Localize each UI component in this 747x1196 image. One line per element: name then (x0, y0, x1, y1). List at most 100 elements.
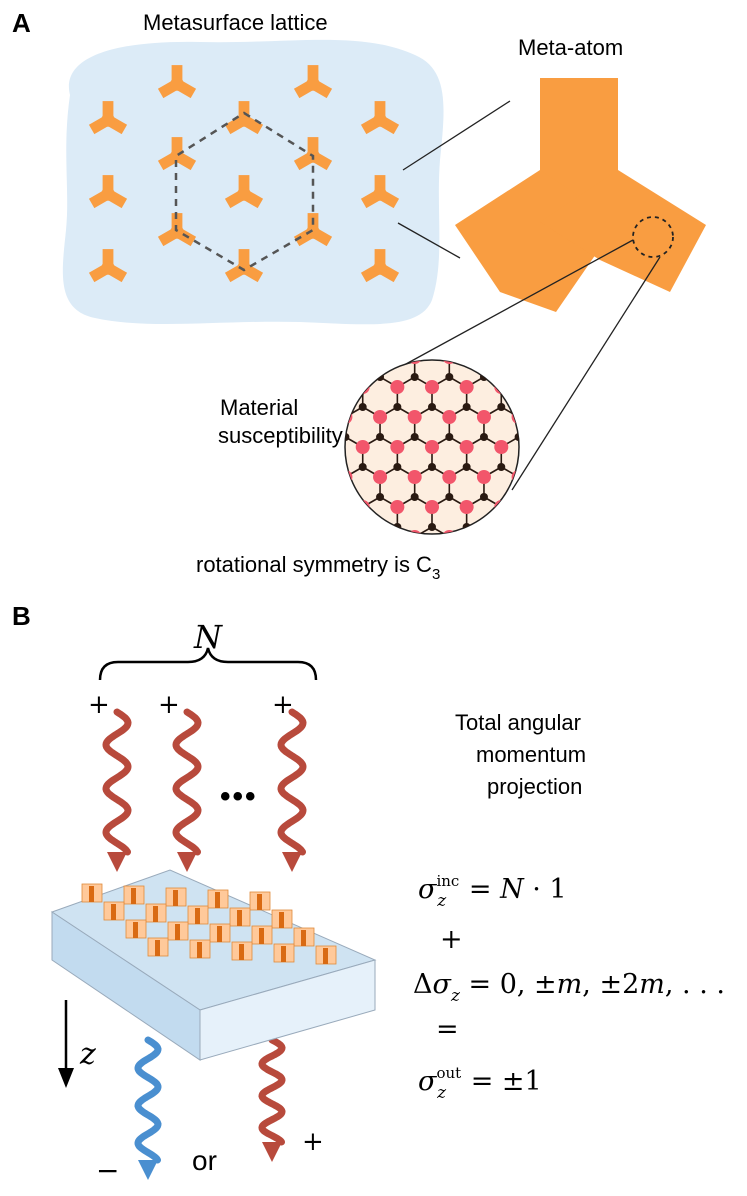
black-site (359, 583, 367, 591)
black-site (601, 403, 609, 411)
lattice-meta-atom (88, 101, 128, 135)
black-site (532, 583, 540, 591)
red-site (286, 500, 300, 514)
black-site (341, 613, 349, 621)
red-site (650, 470, 664, 484)
red-site (494, 500, 509, 514)
red-site (373, 470, 388, 484)
black-site (272, 613, 280, 621)
red-site (234, 350, 248, 364)
black-site (445, 373, 454, 381)
black-site (272, 373, 280, 381)
black-site (619, 613, 627, 621)
black-site (445, 433, 454, 441)
plus-3: + (272, 690, 294, 720)
panel-a-letter: A (12, 8, 31, 38)
black-site (428, 643, 436, 651)
slab-meta-atom (315, 945, 337, 965)
equation-equals: = (436, 1014, 459, 1045)
red-site (425, 320, 439, 334)
black-site (463, 583, 471, 591)
red-site (234, 590, 248, 604)
red-site (650, 410, 664, 424)
meta-atom-large (455, 78, 706, 312)
red-site (529, 560, 543, 574)
red-site (529, 320, 543, 334)
black-site (480, 553, 488, 561)
red-site (442, 530, 457, 534)
red-site (373, 590, 387, 604)
black-site (255, 643, 263, 651)
red-site (304, 530, 318, 544)
red-site (425, 440, 439, 454)
z-axis-arrowhead (58, 1068, 74, 1088)
black-site (463, 283, 471, 291)
slab-meta-atom (229, 907, 251, 927)
black-site (376, 493, 385, 501)
black-site (428, 403, 436, 411)
slab-meta-atom (81, 883, 103, 903)
red-site (425, 380, 439, 394)
red-site (304, 590, 318, 604)
red-site (269, 530, 283, 544)
black-site (549, 613, 557, 621)
black-site (393, 343, 401, 351)
black-site (445, 613, 453, 621)
red-site (373, 410, 388, 424)
red-site (217, 500, 231, 514)
lattice-meta-atom (293, 65, 333, 99)
red-site (252, 380, 266, 394)
black-site (636, 403, 644, 411)
red-site (345, 530, 353, 534)
black-site (237, 373, 245, 381)
red-site (598, 440, 612, 454)
black-site (567, 343, 575, 351)
lattice-meta-atom (88, 175, 128, 209)
plus-2: + (158, 690, 180, 720)
minus-sign: − (96, 1154, 119, 1187)
slab-meta-atom (293, 927, 315, 947)
black-site (307, 373, 315, 381)
red-site (217, 380, 231, 394)
black-site (393, 643, 401, 651)
red-site (546, 350, 560, 364)
black-site (567, 583, 575, 591)
black-site (480, 613, 488, 621)
black-site (497, 403, 506, 411)
red-site (633, 380, 647, 394)
lattice-meta-atom (157, 213, 197, 247)
red-site (355, 380, 370, 394)
equation-plus: + (440, 924, 463, 955)
black-site (307, 613, 315, 621)
slab-meta-atom (103, 901, 125, 921)
black-site (289, 523, 297, 531)
red-site (442, 470, 457, 484)
zoom-line-disk-left (394, 239, 634, 371)
black-site (324, 463, 332, 471)
red-site (650, 590, 664, 604)
red-site (529, 620, 543, 634)
red-site (234, 530, 248, 544)
black-site (653, 493, 661, 501)
meta-atom-title: Meta-atom (518, 35, 623, 60)
red-site (581, 530, 595, 544)
black-site (532, 523, 540, 531)
black-site (532, 463, 540, 471)
black-site (497, 463, 506, 471)
black-site (601, 643, 609, 651)
red-site (252, 500, 266, 514)
red-site (390, 620, 404, 634)
zoom-circle (632, 216, 674, 258)
black-site (324, 643, 332, 651)
black-site (497, 523, 506, 531)
black-site (567, 523, 575, 531)
slab-meta-atom (251, 925, 273, 945)
lattice-meta-atom (224, 175, 264, 209)
red-site (494, 560, 508, 574)
red-site (650, 530, 664, 544)
black-site (324, 583, 332, 591)
lattice-hexagon (174, 111, 315, 272)
material-label-line2: susceptibility (218, 423, 343, 448)
plus-1: + (88, 690, 110, 720)
